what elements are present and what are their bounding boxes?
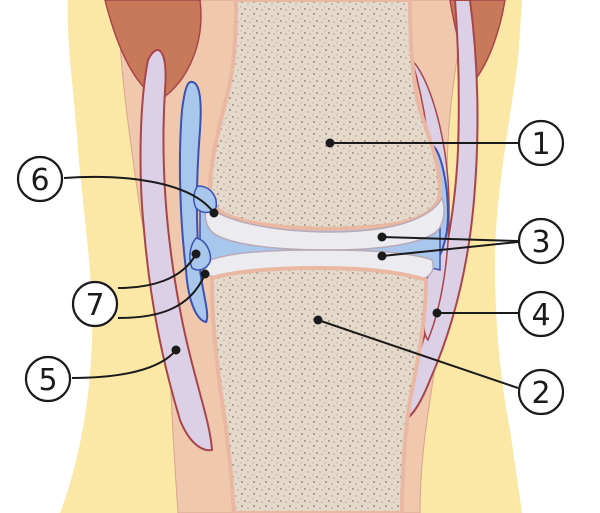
dot-2 xyxy=(313,315,323,325)
callout-4-label: 4 xyxy=(531,298,550,333)
femur xyxy=(207,0,443,231)
dot-6 xyxy=(209,208,219,218)
leader-6 xyxy=(63,175,215,214)
dot-3b xyxy=(377,251,387,261)
callout-5: 5 xyxy=(24,355,72,403)
callout-6: 6 xyxy=(16,155,64,203)
callout-2-label: 2 xyxy=(531,376,550,411)
leader-3b xyxy=(381,241,519,257)
leader-dots xyxy=(171,138,442,355)
dot-4 xyxy=(432,308,442,318)
dot-7a xyxy=(191,249,201,259)
callout-4: 4 xyxy=(517,290,565,338)
leader-5 xyxy=(71,349,177,379)
leader-2 xyxy=(317,319,519,389)
dot-7b xyxy=(200,269,210,279)
callout-7-label: 7 xyxy=(85,288,104,323)
leader-3a xyxy=(381,236,519,242)
callout-3-label: 3 xyxy=(531,225,550,260)
callout-1-label: 1 xyxy=(531,127,550,162)
callout-5-label: 5 xyxy=(38,363,57,398)
callout-7: 7 xyxy=(71,280,119,328)
tendon-left xyxy=(139,49,214,452)
callout-6-label: 6 xyxy=(30,163,49,198)
tibia xyxy=(209,265,429,513)
callout-3: 3 xyxy=(517,217,565,265)
leader-lines xyxy=(63,142,519,389)
leader-7a xyxy=(117,253,197,289)
dot-5 xyxy=(171,345,181,355)
dot-3a xyxy=(377,232,387,242)
dot-1 xyxy=(325,138,335,148)
leader-7b xyxy=(117,273,206,319)
callout-1: 1 xyxy=(517,119,565,167)
callout-2: 2 xyxy=(517,368,565,416)
